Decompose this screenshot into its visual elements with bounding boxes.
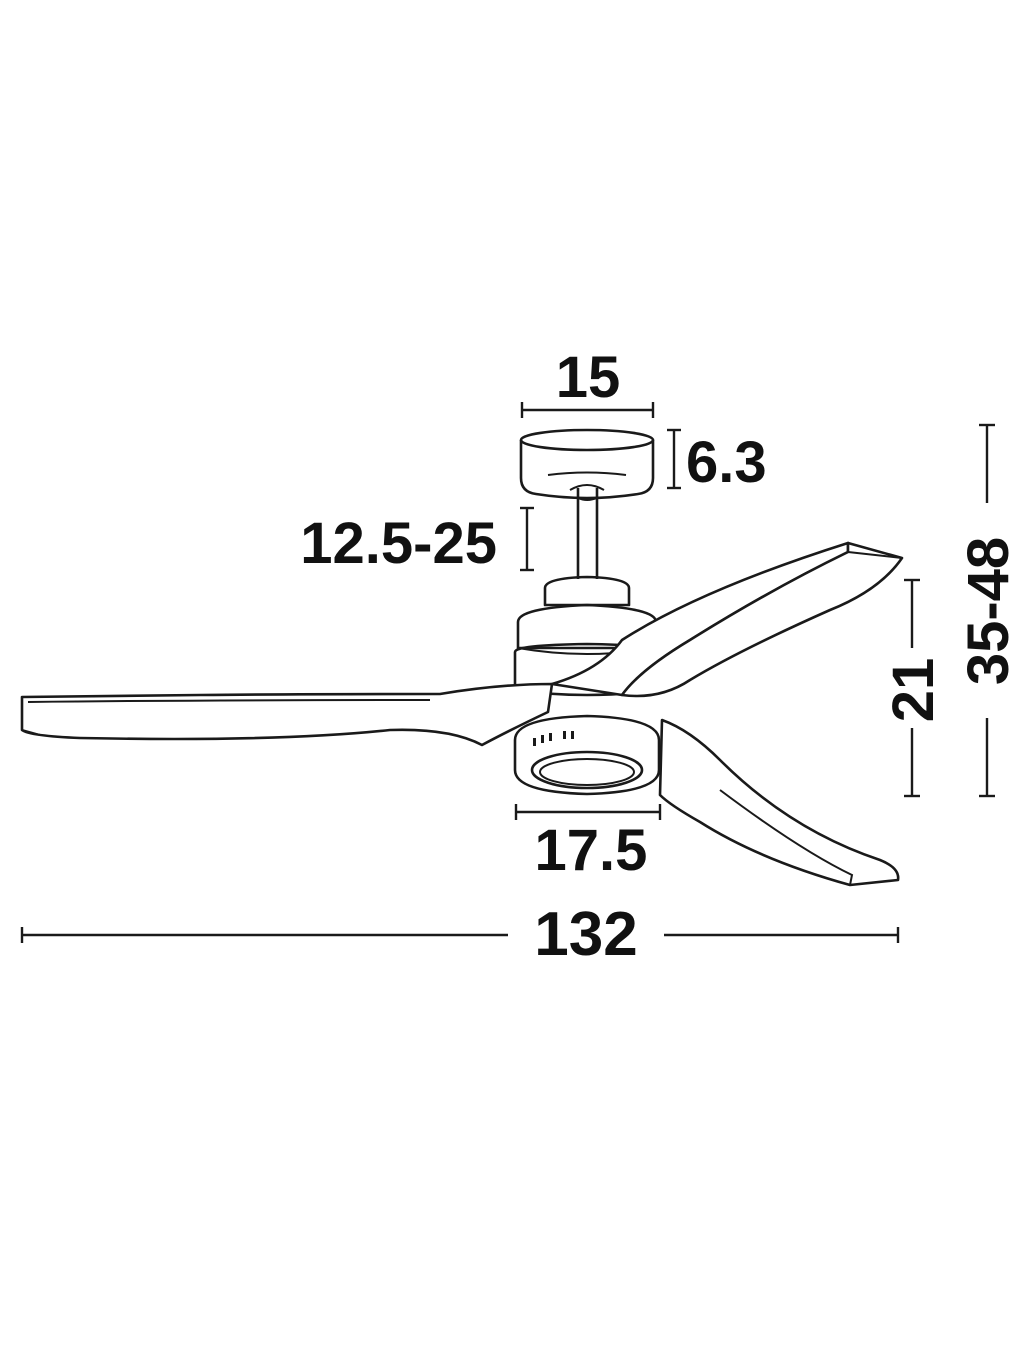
light-kit (513, 714, 661, 796)
total-height-label: 35-48 (956, 537, 1021, 685)
blade-span-label: 132 (534, 900, 637, 969)
dimension-labels: 15 6.3 12.5-25 35-48 21 17.5 132 (300, 345, 1021, 969)
ceiling-fan-drawing (20, 428, 904, 887)
fan-blade-upper-right (550, 541, 904, 698)
body-height-label: 21 (881, 658, 946, 723)
vent-slots (533, 731, 574, 746)
dimension-lines (20, 402, 995, 943)
fan-blade-lower-right (658, 718, 900, 887)
light-diameter-label: 17.5 (535, 818, 648, 883)
canopy-height-label: 6.3 (686, 430, 767, 495)
downrod (576, 488, 599, 579)
canopy (519, 428, 655, 500)
canopy-width-label: 15 (556, 345, 621, 410)
fan-blade-left (20, 682, 554, 747)
downrod-length-label: 12.5-25 (300, 511, 497, 576)
